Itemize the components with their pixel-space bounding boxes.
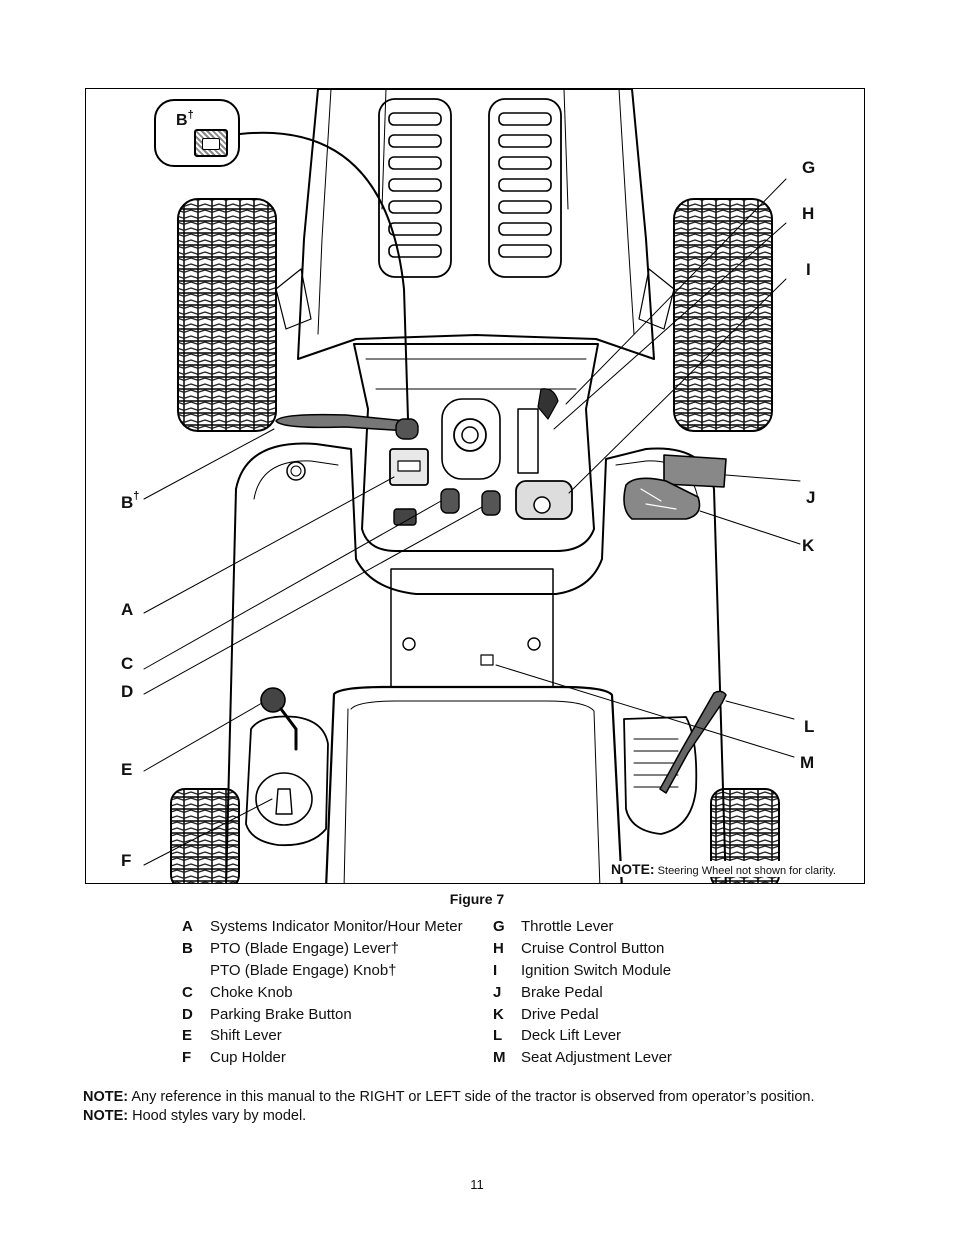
legend-text: Parking Brake Button	[210, 1005, 352, 1023]
legend-text: Systems Indicator Monitor/Hour Meter	[210, 918, 463, 935]
legend-key: I	[493, 961, 498, 979]
legend-text: Deck Lift Lever	[521, 1027, 622, 1045]
rear-right-tire	[710, 788, 780, 883]
brake-pedal-shape	[663, 454, 727, 488]
legend-key: B	[182, 939, 193, 957]
callout-b: B†	[121, 490, 140, 512]
note-label: NOTE:	[83, 1107, 129, 1124]
shift-lever-knob	[260, 687, 286, 713]
drive-pedal-shape	[623, 477, 701, 520]
hood-vents-left	[388, 112, 442, 258]
seat	[325, 685, 623, 883]
front-left-tire	[177, 198, 277, 432]
left-console	[245, 715, 329, 847]
note-operator-position: NOTE: Any reference in this manual to th…	[83, 1088, 815, 1107]
cup-holder-shape	[255, 772, 313, 826]
pto-knob-icon	[194, 129, 228, 157]
legend-key: L	[493, 1027, 503, 1045]
legend-key: K	[493, 1005, 504, 1023]
tractor-controls-drawing	[143, 89, 801, 883]
legend-text: PTO (Blade Engage) Knob†	[210, 961, 397, 979]
legend-key: C	[182, 983, 193, 1001]
note-text: Hood styles vary by model.	[132, 1107, 307, 1124]
callout-a: A	[121, 600, 134, 619]
figure-inner-note: NOTE: Steering Wheel not shown for clari…	[609, 861, 838, 877]
legend-key: E	[182, 1027, 193, 1045]
front-right-tire	[673, 198, 773, 432]
callout-m: M	[800, 753, 815, 772]
dash-console	[353, 343, 599, 552]
legend-text: Seat Adjustment Lever	[521, 1049, 672, 1067]
callout-leaders	[143, 178, 801, 866]
pto-knob-inset: B†	[154, 99, 240, 167]
legend-key: J	[493, 983, 502, 1001]
notes-block: NOTE: Any reference in this manual to th…	[83, 1088, 815, 1125]
figure-7-illustration: B† G H I J K L M B† A C D E F NOTE: Stee…	[85, 88, 865, 884]
figure-inner-note-text: Steering Wheel not shown for clarity.	[657, 865, 836, 877]
rear-left-tire	[170, 788, 240, 883]
callout-d: D	[121, 682, 134, 701]
legend-key: M	[493, 1049, 506, 1067]
page-number: 11	[470, 1177, 484, 1192]
parking-brake-button-shape	[393, 508, 417, 526]
callout-k: K	[802, 536, 815, 555]
note-hood-styles: NOTE: Hood styles vary by model.	[83, 1107, 815, 1126]
legend-text: PTO (Blade Engage) Lever†	[210, 939, 400, 957]
note-label: NOTE:	[83, 1089, 129, 1105]
callout-c: C	[121, 654, 134, 673]
hood-vents-right	[498, 112, 552, 258]
callout-f: F	[121, 851, 132, 870]
figure-inner-note-label: NOTE:	[611, 861, 655, 877]
callout-g: G	[802, 158, 816, 177]
callout-l: L	[804, 717, 815, 736]
legend-key: G	[493, 918, 505, 935]
callout-h: H	[802, 204, 815, 223]
legend-text: Throttle Lever	[521, 918, 614, 935]
deck-lift-lever-shape	[659, 690, 727, 794]
callout-i: I	[806, 260, 811, 279]
hood	[297, 89, 655, 360]
legend-text: Drive Pedal	[521, 1005, 599, 1023]
legend-text: Cup Holder	[210, 1049, 286, 1067]
legend-text: Brake Pedal	[521, 983, 603, 1001]
legend-text: Ignition Switch Module	[521, 961, 672, 979]
legend-text: Choke Knob	[210, 983, 293, 1001]
legend-text: Cruise Control Button	[521, 939, 665, 957]
legend-key: D	[182, 1005, 193, 1023]
legend-key: H	[493, 939, 504, 957]
callout-e: E	[121, 760, 133, 779]
callout-j: J	[806, 488, 816, 507]
figure-caption: Figure 7	[449, 891, 505, 907]
legend-text: Shift Lever	[210, 1027, 282, 1045]
inset-callout-b: B†	[176, 109, 194, 129]
legend-key: A	[182, 918, 193, 935]
note-text: Any reference in this manual to the RIGH…	[131, 1089, 815, 1105]
legend-key: F	[182, 1049, 192, 1067]
